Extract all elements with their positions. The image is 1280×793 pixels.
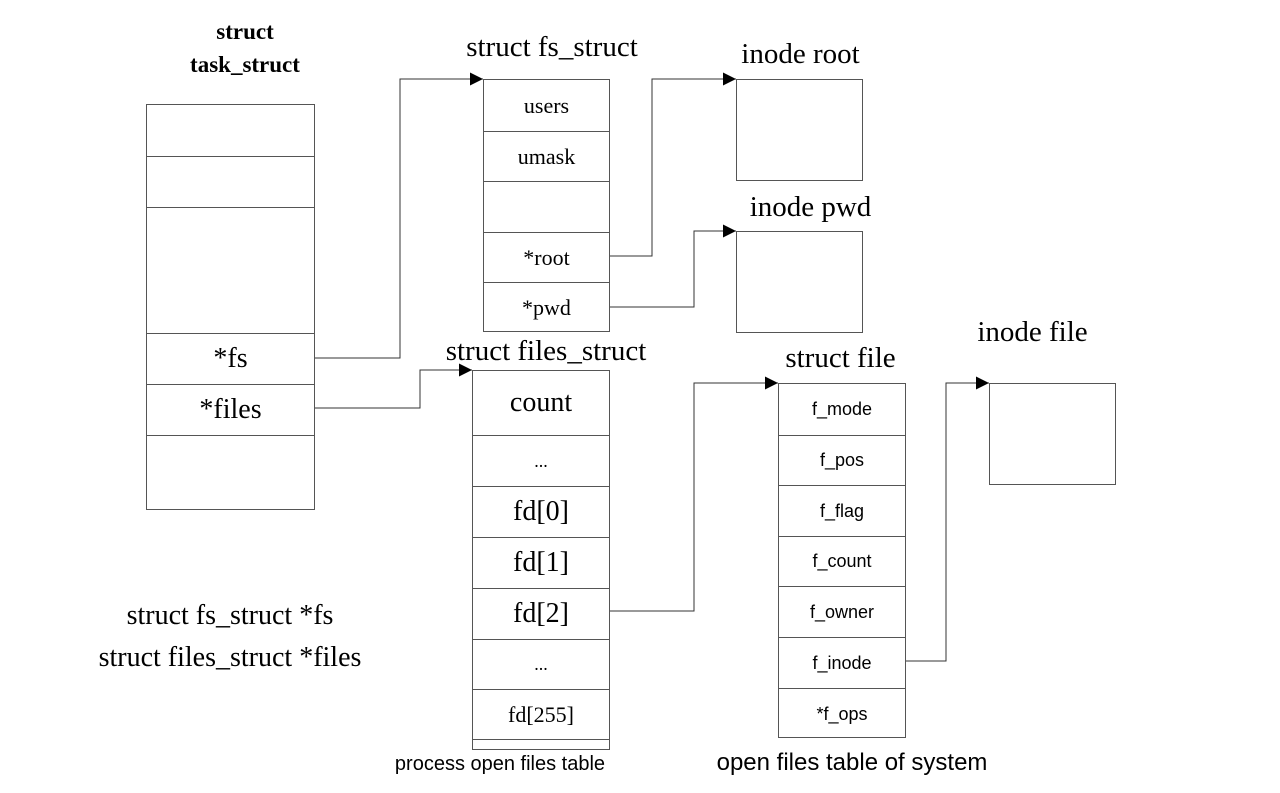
task-struct-field [147, 156, 314, 207]
note-line1: struct fs_struct *fs [126, 600, 334, 631]
files-struct-title: struct files_struct [445, 335, 647, 367]
task-struct-title-line2: task_struct [190, 52, 300, 77]
task-struct-title-line1: struct [216, 19, 274, 44]
files-struct-field-fd1: fd[1] [473, 537, 609, 588]
fs-struct-field-users: users [523, 92, 570, 118]
arrow-files-to-files-struct [315, 363, 472, 409]
task-struct-field [147, 207, 314, 333]
fs-struct-field-pwd: *pwd [484, 282, 609, 333]
file-box: f_mode f_pos f_flag f_count f_owner f_in… [778, 383, 906, 738]
files-struct-box: count ... fd[0] fd[1] fd[2] ... fd[255] [472, 370, 610, 750]
arrow-root-to-inode-root [610, 72, 736, 257]
file-field-f-count: f_count [779, 536, 905, 586]
file-field-f-mode: f_mode [811, 399, 873, 419]
inode-file-box [989, 383, 1116, 485]
arrow-fs-to-fs-struct [315, 72, 483, 359]
file-field-f-ops: *f_ops [779, 688, 905, 739]
task-struct-field-fs: *fs [147, 333, 314, 384]
files-struct-field-fd0: fd[0] [473, 486, 609, 537]
files-struct-field-ellipsis: ... [473, 639, 609, 689]
files-struct-field-count: count [509, 387, 573, 418]
inode-root-title: inode root [741, 38, 860, 70]
file-field-f-pos: f_pos [779, 435, 905, 485]
files-struct-field-fd2: fd[2] [473, 588, 609, 639]
fs-struct-field-root: *root [484, 232, 609, 282]
arrow-fd2-to-file [610, 376, 778, 612]
file-field-f-inode: f_inode [779, 637, 905, 688]
files-struct-field-ellipsis: ... [473, 435, 609, 486]
fs-struct-field [484, 181, 609, 232]
files-struct-caption: process open files table [394, 753, 606, 775]
inode-pwd-title: inode pwd [749, 191, 872, 223]
inode-root-box [736, 79, 863, 181]
fs-struct-box: users umask *root *pwd [483, 79, 610, 332]
file-field-f-flag: f_flag [779, 485, 905, 536]
task-struct-field-files: *files [147, 384, 314, 435]
file-field-f-owner: f_owner [779, 586, 905, 637]
inode-file-title: inode file [977, 316, 1088, 348]
task-struct-field [147, 435, 314, 511]
files-struct-field-fd255: fd[255] [473, 689, 609, 739]
task-struct-box: *fs *files [146, 104, 315, 510]
arrow-pwd-to-inode-pwd [610, 224, 736, 308]
files-struct-field [473, 739, 609, 751]
file-title: struct file [785, 342, 896, 374]
fs-struct-field-umask: umask [484, 131, 609, 181]
note-line2: struct files_struct *files [98, 642, 362, 673]
fs-struct-title: struct fs_struct [466, 31, 638, 63]
arrow-f-inode-to-inode-file [906, 376, 989, 662]
inode-pwd-box [736, 231, 863, 333]
file-caption: open files table of system [716, 749, 988, 776]
